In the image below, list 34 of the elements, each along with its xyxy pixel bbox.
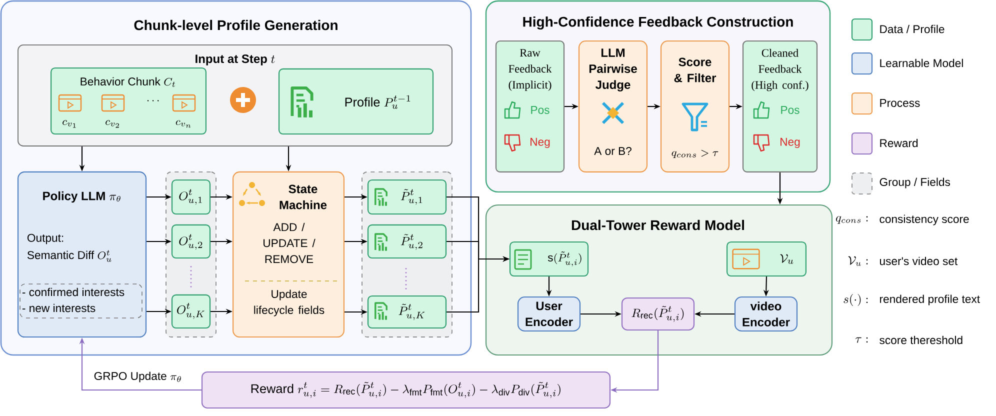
data-box: Cleaned Feedback (High conf.) Pos Neg	[742, 40, 818, 172]
data-box: $\tilde{P}_{u,K}^t$	[367, 295, 447, 329]
definition-text: consistency score	[880, 214, 969, 226]
symbol-label: $q_{cons}:$	[836, 216, 868, 224]
reward-box: $\text{Reward }r_{u,i}^t = R_{\mathrm{rec}}(\tilde{P}_{u,i}^t) - \lambda_{\mathrm{fmt}}P_{\mathrm{fmt}}(O_{u,i}^t) - \lambda_{\mathrm{div}}P_{\mathrm{div}}(\tilde{P}_{u,i}^t)$	[201, 371, 611, 409]
data-box: $O_{u,1}^t$	[171, 179, 211, 215]
data-box: $\mathrm{Behavior\ Chunk}\ C_t$ $c_{v_1}$ $c_{v_2}$ $\cdots$ $c_{v_n}$	[50, 67, 206, 135]
edge-label: $\text{GRPO Update }\pi_\theta$	[92, 370, 184, 384]
definition-text: score thereshold	[880, 336, 962, 344]
data-box: $\mathcal{V}_u$	[726, 241, 806, 277]
model-box: User Encoder	[517, 296, 581, 332]
data-box: $\tilde{P}_{u,2}^t$	[367, 224, 447, 259]
legend-label: Process	[880, 99, 920, 107]
process-box: State Machine ADD / UPDATE / REMOVE Update lifecycle fields	[232, 171, 344, 338]
data-box: $\text{s}(\tilde{P}_{u,i}^t)$	[509, 241, 589, 277]
reward-box: $R_{\mathrm{rec}}(\tilde{P}_{u,i}^t)$	[621, 297, 695, 331]
data-box: $O_{u,2}^t$	[171, 224, 211, 259]
legend-label: Group / Fields	[880, 178, 950, 188]
process-box: LLM Pairwise Judge A or B?	[578, 40, 648, 172]
data-box: Raw Feedback (Implicit) Pos Neg	[495, 40, 565, 172]
data-box: $O_{u,K}^t$	[171, 294, 211, 329]
symbol-label: $s(\cdot):$	[844, 294, 868, 306]
symbol-label: $\tau:$	[855, 337, 868, 343]
legend-label: Reward	[880, 138, 918, 148]
model-box: video Encoder	[734, 296, 798, 332]
definition-text: rendered profile text	[880, 294, 980, 306]
notes-box: - confirmed interests - new interests	[20, 284, 142, 318]
definition-text: user's video set	[880, 256, 958, 266]
legend-label: Learnable Model	[880, 58, 963, 68]
data-box: $\tilde{P}_{u,1}^t$	[367, 179, 447, 215]
data-box: $\text{Profile }P_u^{t-1}$	[278, 68, 434, 135]
legend-label: Data / Profile	[880, 24, 944, 34]
process-box: Score & Filter $q_{cons} > \tau$	[660, 40, 730, 172]
symbol-label: $\mathcal{V}_u:$	[848, 256, 868, 266]
